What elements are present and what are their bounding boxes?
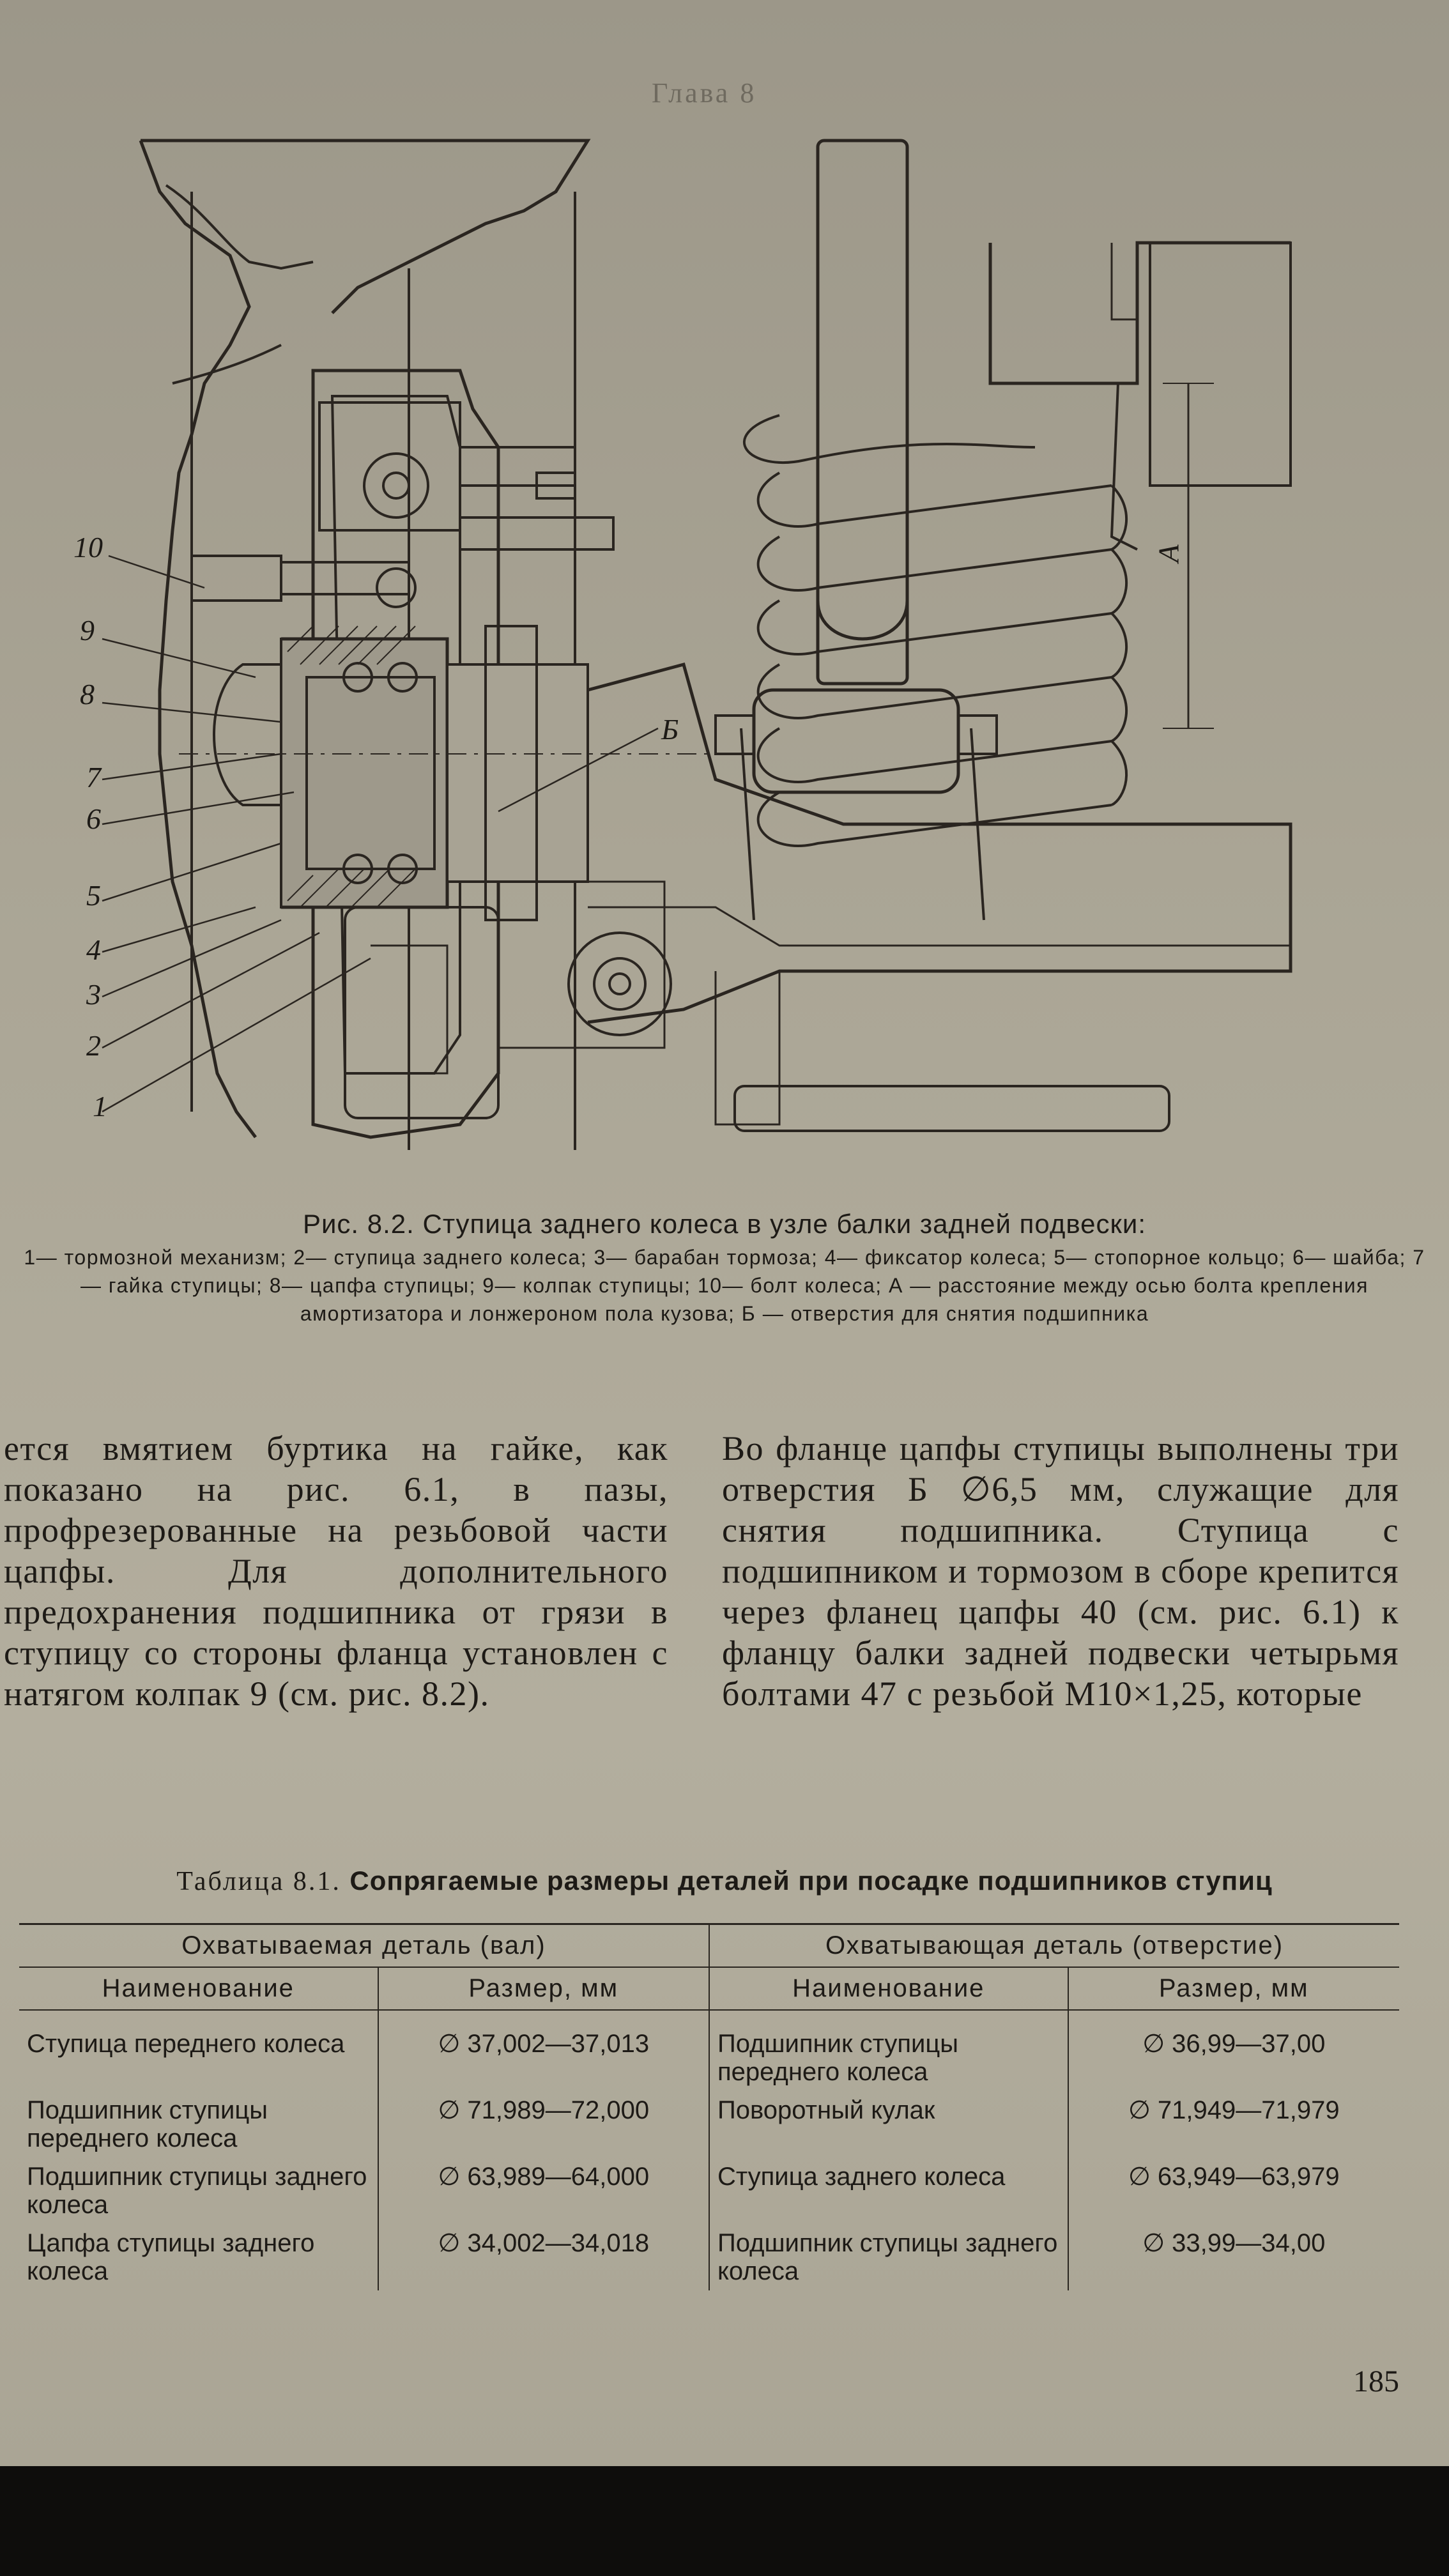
callout-9: 9 [80, 614, 95, 647]
hole-name: Поворотный кулак [708, 2091, 1068, 2158]
col-header-name: Наименование [19, 1967, 378, 2011]
hole-size: ∅ 63,949—63,979 [1067, 2158, 1399, 2224]
dimensions-table: Охватываемая деталь (вал) Охватывающая д… [19, 1923, 1399, 2290]
col-header-size: Размер, мм [377, 1967, 709, 2011]
callout-2: 2 [86, 1029, 101, 1062]
caption-legend: 1— тормозной механизм; 2— ступица заднег… [24, 1246, 1425, 1325]
hole-size: ∅ 36,99—37,00 [1067, 2010, 1399, 2091]
table-label: Таблица 8.1. [176, 1867, 341, 1896]
shaft-size: ∅ 63,989—64,000 [377, 2158, 709, 2224]
hub-assembly-drawing [102, 139, 1292, 1150]
label-a: А [1152, 544, 1185, 563]
callout-7: 7 [86, 761, 101, 793]
hole-size: ∅ 71,949—71,979 [1067, 2091, 1399, 2158]
running-header: Глава 8 [652, 77, 757, 109]
col-header-name: Наименование [708, 1967, 1068, 2011]
callout-4: 4 [86, 933, 101, 966]
hole-name: Подшипник ступицы переднего колеса [708, 2010, 1068, 2091]
table-heading: Сопрягаемые размеры деталей при посадке … [349, 1866, 1273, 1896]
callout-3: 3 [86, 978, 101, 1011]
table-row: Цапфа ступицы заднего колеса ∅ 34,002—34… [19, 2224, 1399, 2290]
table-row: Подшипник ступицы заднего колеса ∅ 63,98… [19, 2158, 1399, 2224]
figure-caption: Рис. 8.2. Ступица заднего колеса в узле … [0, 1209, 1449, 1328]
table-row: Ступица переднего колеса ∅ 37,002—37,013… [19, 2010, 1399, 2091]
table-row: Подшипник ступицы переднего колеса ∅ 71,… [19, 2091, 1399, 2158]
page-number: 185 [1353, 2365, 1399, 2398]
label-b: Б [661, 713, 679, 746]
shaft-size: ∅ 71,989—72,000 [377, 2091, 709, 2158]
callout-1: 1 [93, 1090, 107, 1123]
text-column-left: ется вмятием буртика на гайке, как показ… [4, 1429, 668, 1713]
hole-name: Подшипник ступицы заднего колеса [708, 2224, 1068, 2290]
text-column-right: Во фланце цапфы ступицы выполнены три от… [722, 1429, 1399, 1713]
callout-5: 5 [86, 879, 101, 912]
group-header-shaft: Охватываемая деталь (вал) [19, 1923, 709, 1968]
caption-title: Рис. 8.2. Ступица заднего колеса в узле … [302, 1209, 1147, 1239]
shaft-name: Ступица переднего колеса [27, 2030, 345, 2058]
group-header-hole: Охватывающая деталь (отверстие) [708, 1923, 1399, 1968]
hole-name: Ступица заднего колеса [708, 2158, 1068, 2224]
shaft-size: ∅ 37,002—37,013 [377, 2010, 709, 2091]
hole-size: ∅ 33,99—34,00 [1067, 2224, 1399, 2290]
callout-10: 10 [73, 531, 103, 564]
background-surface [0, 2466, 1449, 2576]
shaft-size: ∅ 34,002—34,018 [377, 2224, 709, 2290]
callout-6: 6 [86, 802, 101, 835]
book-page: Глава 8 [0, 0, 1449, 2466]
table-title: Таблица 8.1. Сопрягаемые размеры деталей… [0, 1866, 1449, 1897]
shaft-name: Цапфа ступицы заднего колеса [27, 2229, 315, 2285]
shaft-name: Подшипник ступицы переднего колеса [27, 2096, 268, 2152]
technical-drawing: 10 9 8 7 6 5 4 3 2 1 Б А [13, 115, 1316, 1201]
callout-8: 8 [80, 678, 95, 710]
col-header-size: Размер, мм [1067, 1967, 1399, 2011]
shaft-name: Подшипник ступицы заднего колеса [27, 2163, 367, 2219]
